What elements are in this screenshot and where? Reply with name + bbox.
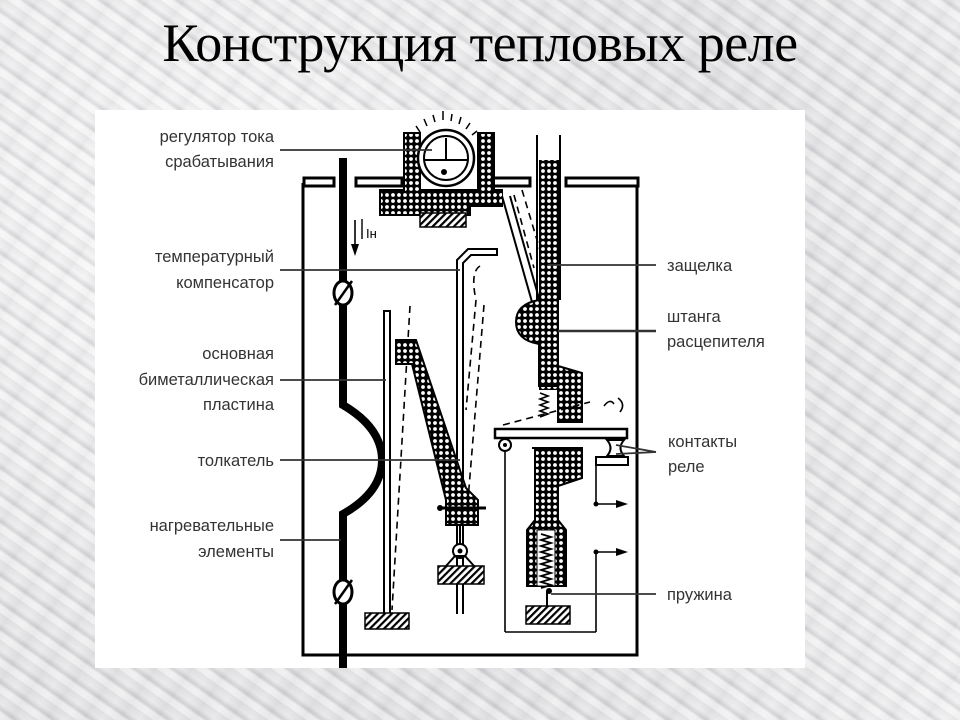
spring-icon	[537, 533, 555, 589]
label-bimetal-line3: пластина	[203, 396, 275, 414]
label-pusher: толкатель	[198, 452, 274, 470]
current-label: Iн	[366, 226, 377, 241]
pusher-lever	[395, 304, 486, 585]
label-bimetal-line2: биметаллическая	[139, 371, 274, 389]
relay-contacts	[593, 439, 629, 556]
current-direction-arrow	[351, 219, 363, 256]
label-latch: защелка	[667, 257, 733, 275]
temperature-compensator	[456, 248, 498, 614]
label-heating-line2: элементы	[198, 543, 274, 561]
terminal-screw-icon	[332, 578, 354, 606]
label-regulator-line1: регулятор тока	[160, 128, 275, 146]
scale-ticks-icon	[415, 111, 478, 136]
latch	[501, 189, 541, 303]
label-rod-line2: расцепителя	[667, 333, 765, 351]
label-contacts-line2: реле	[668, 458, 705, 476]
label-regulator-line2: срабатывания	[165, 153, 274, 171]
fixed-support	[419, 212, 467, 228]
label-bimetal-line1: основная	[202, 345, 274, 363]
contact-bar	[493, 397, 629, 633]
current-regulator	[379, 111, 503, 228]
relay-housing	[301, 176, 640, 657]
label-compensator-line1: температурный	[155, 248, 274, 266]
labels-left: регулятор тока срабатывания температурны…	[139, 128, 275, 561]
leader-lines	[280, 149, 657, 595]
label-spring: пружина	[667, 586, 733, 604]
labels-right: защелка штанга расцепителя контакты реле…	[667, 257, 765, 604]
bimetallic-plate	[364, 305, 411, 630]
label-compensator-line2: компенсатор	[176, 274, 274, 292]
label-contacts-line1: контакты	[668, 433, 737, 451]
slide-title: Конструкция тепловых реле	[162, 13, 798, 73]
release-rod	[501, 135, 583, 625]
label-heating-line1: нагревательные	[150, 517, 274, 535]
terminal-screw-icon	[332, 279, 354, 307]
plate-base	[364, 612, 410, 630]
label-rod-line1: штанга	[667, 308, 722, 326]
spring-icon	[537, 392, 551, 418]
